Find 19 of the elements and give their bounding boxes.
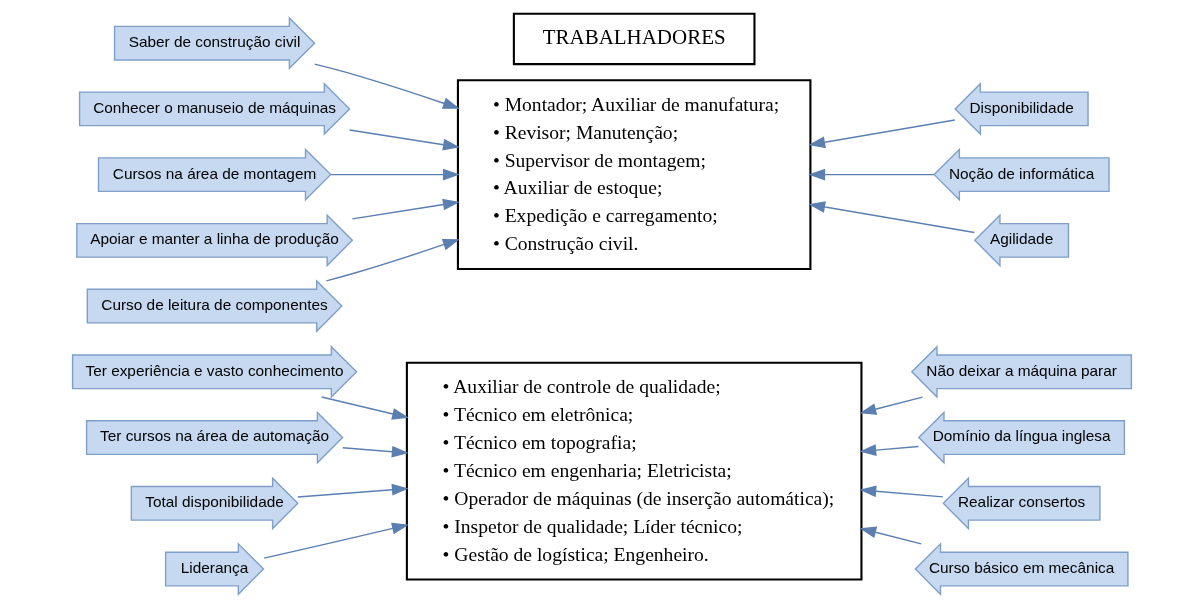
node-box: TRABALHADORES — [512, 12, 756, 66]
node-box: • Montador; Auxiliar de manufatura; • Revisor; Manutenção; • Supervisor de montagem; • Auxiliar de estoque; • Expedição e carregamento; • Construção civil. — [456, 79, 812, 271]
arrow — [330, 168, 460, 181]
arrow — [342, 445, 409, 458]
arrow — [320, 396, 409, 420]
arrow — [808, 201, 976, 234]
arrow — [263, 522, 409, 559]
arrow — [859, 526, 922, 545]
arrow — [297, 483, 409, 498]
arrow — [808, 119, 956, 149]
node-box: • Auxiliar de controle de qualidade; • Técnico em eletrônica; • Técnico em topografia; • Técnico em engenharia; Eletricista; • Operador de máquinas (de inserção automática); • Inspetor de qualidade; Líder técnico; • Gestão de logística; Engenheiro. — [405, 361, 863, 581]
arrow — [313, 63, 460, 109]
arrow — [348, 129, 460, 151]
arrow — [859, 444, 920, 456]
arrow — [859, 396, 924, 415]
arrow — [808, 168, 935, 181]
arrow — [325, 239, 460, 282]
arrow — [351, 198, 460, 220]
arrow — [859, 485, 944, 498]
